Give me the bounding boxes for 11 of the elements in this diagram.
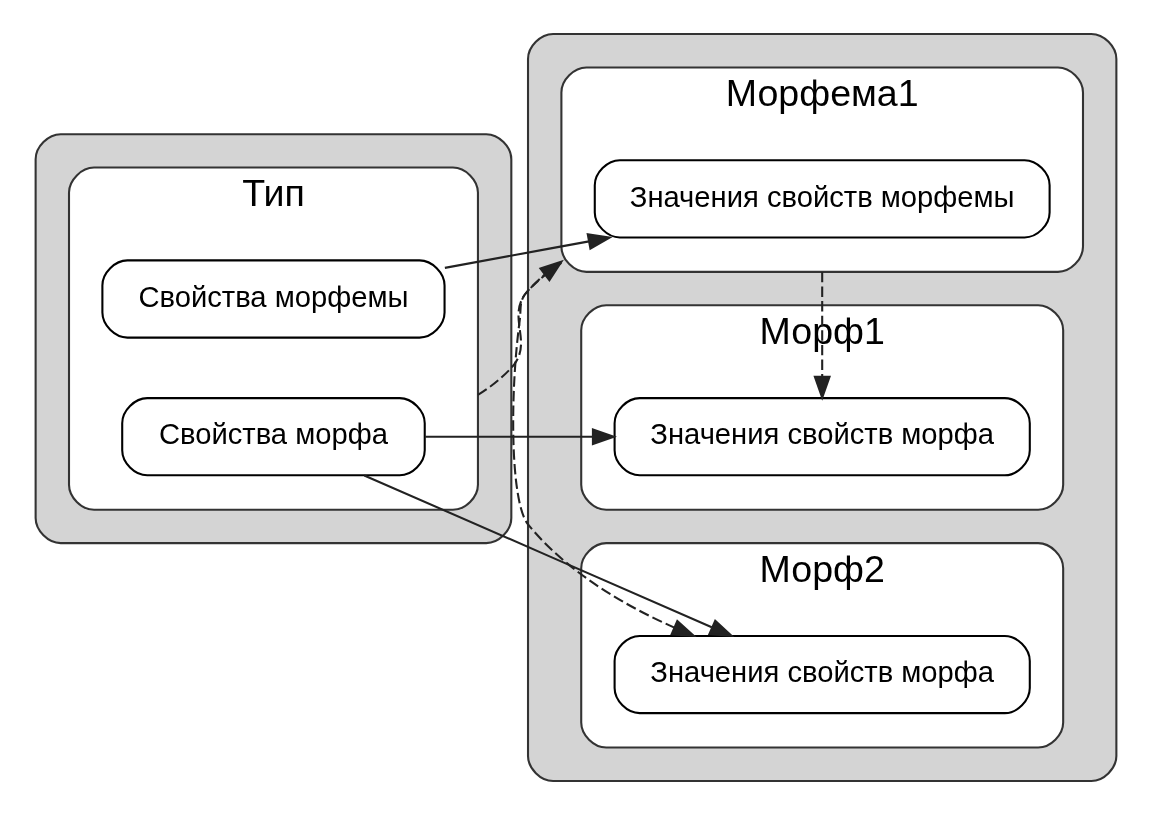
node-box: Значения свойств морфемы <box>593 158 1051 238</box>
node-box: Значения свойств морфа <box>613 396 1031 476</box>
node-box: Свойства морфа <box>121 396 426 476</box>
cluster <box>34 132 513 544</box>
arrow <box>425 427 617 445</box>
arrow <box>813 271 831 401</box>
arrow <box>444 232 613 269</box>
node-box: Значения свойств морфа <box>613 634 1031 714</box>
cluster <box>526 32 1118 782</box>
node-box: Свойства морфемы <box>101 258 446 339</box>
arrow <box>363 474 735 637</box>
